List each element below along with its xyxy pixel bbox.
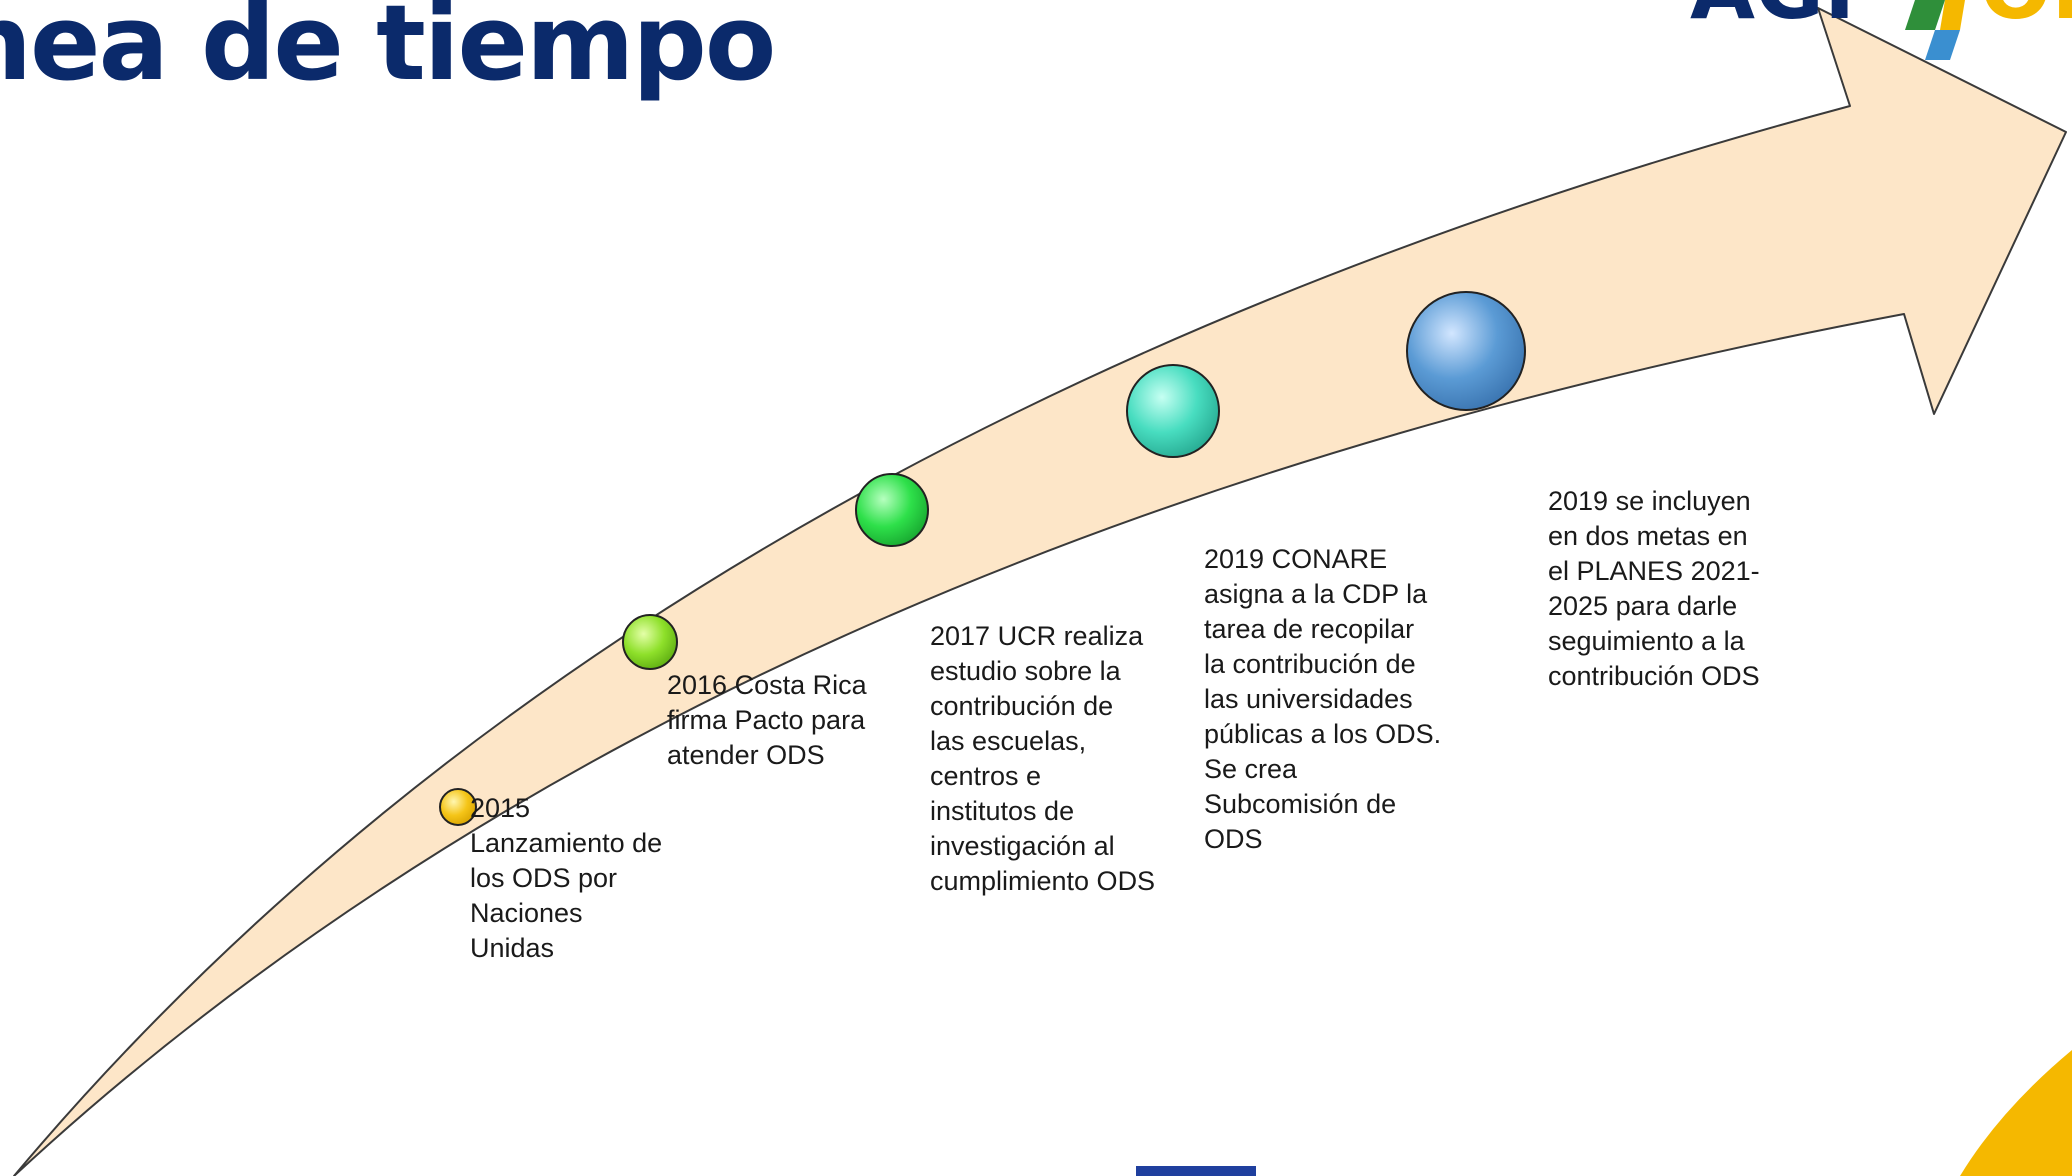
milestone-dot-2019-conare — [1126, 364, 1220, 458]
logo-text: AGI — [1690, 0, 1855, 38]
milestone-dot-2017 — [855, 473, 929, 547]
timeline-arrow — [13, 7, 2067, 1176]
logo-text-accent: OD — [1980, 0, 2072, 38]
milestone-label-2015: 2015 Lanzamiento de los ODS por Naciones… — [470, 793, 663, 963]
page-title: nea de tiempo — [0, 0, 776, 104]
milestone-dot-2016 — [622, 614, 678, 670]
milestone-dot-2015 — [439, 788, 477, 826]
milestone-label-2019-conare: 2019 CONARE asigna a la CDP la tarea de … — [1204, 544, 1442, 854]
logo-graphic — [1905, 0, 1965, 60]
milestone-label-2016: 2016 Costa Rica firma Pacto para atender… — [667, 670, 867, 770]
accent-shape — [1960, 1050, 2072, 1176]
milestone-label-2019-planes: 2019 se incluyen en dos metas en el PLAN… — [1548, 486, 1760, 691]
footer-bar — [1136, 1166, 1256, 1176]
milestone-label-2017: 2017 UCR realiza estudio sobre la contri… — [930, 621, 1156, 896]
milestone-dot-2019-planes — [1406, 291, 1526, 411]
